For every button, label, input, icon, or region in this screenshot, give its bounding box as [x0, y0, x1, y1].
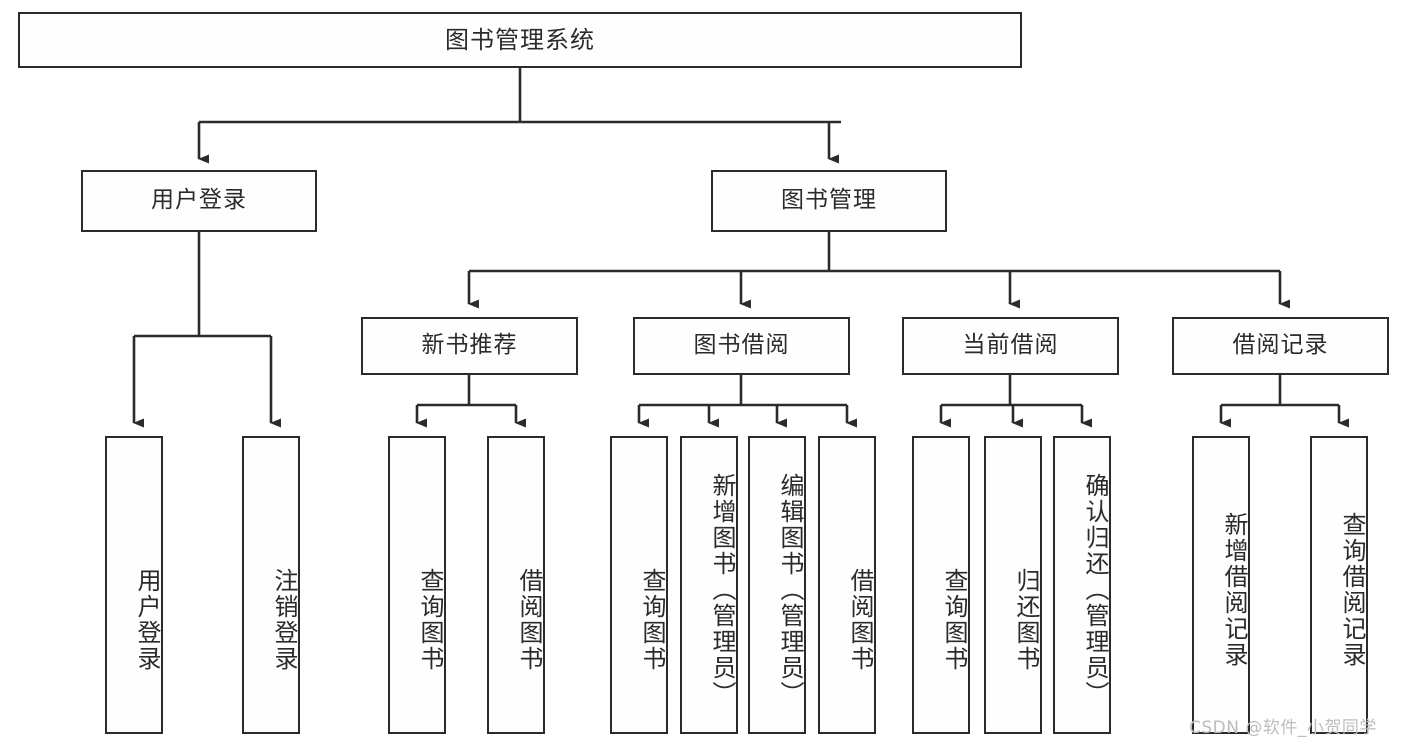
node-leaf-return-book[interactable]: 归还图书 — [984, 436, 1042, 734]
node-label: 用户登录 — [151, 187, 247, 214]
node-label: 查询图书 — [638, 568, 666, 672]
node-label: 新增借阅记录 — [1220, 512, 1248, 668]
node-book-manage[interactable]: 图书管理 — [711, 170, 947, 232]
node-current-borrow[interactable]: 当前借阅 — [902, 317, 1119, 375]
node-label: 借阅记录 — [1232, 332, 1329, 359]
node-label: 查询图书 — [416, 568, 444, 672]
node-label: 借阅图书 — [846, 568, 874, 672]
node-root-system[interactable]: 图书管理系统 — [18, 12, 1022, 68]
node-label: 确认归还（管理员） — [1081, 473, 1109, 707]
node-label: 新增图书（管理员） — [708, 473, 736, 707]
node-borrow-record[interactable]: 借阅记录 — [1172, 317, 1389, 375]
node-label: 借阅图书 — [515, 568, 543, 672]
node-label: 图书管理 — [781, 187, 877, 214]
node-label: 新书推荐 — [421, 332, 518, 359]
node-label: 归还图书 — [1012, 568, 1040, 672]
node-user-login[interactable]: 用户登录 — [81, 170, 317, 232]
node-leaf-user-login[interactable]: 用户登录 — [105, 436, 163, 734]
node-leaf-logout[interactable]: 注销登录 — [242, 436, 300, 734]
node-leaf-add-book[interactable]: 新增图书（管理员） — [680, 436, 738, 734]
node-label: 用户登录 — [133, 568, 161, 672]
node-leaf-query-book-2[interactable]: 查询图书 — [610, 436, 668, 734]
node-leaf-edit-book[interactable]: 编辑图书（管理员） — [748, 436, 806, 734]
node-leaf-query-book-3[interactable]: 查询图书 — [912, 436, 970, 734]
node-label: 查询借阅记录 — [1338, 512, 1366, 668]
node-label: 当前借阅 — [962, 332, 1059, 359]
node-leaf-query-record[interactable]: 查询借阅记录 — [1310, 436, 1368, 734]
node-leaf-confirm-return[interactable]: 确认归还（管理员） — [1053, 436, 1111, 734]
node-new-book-rec[interactable]: 新书推荐 — [361, 317, 578, 375]
node-leaf-borrow-book-1[interactable]: 借阅图书 — [487, 436, 545, 734]
node-leaf-borrow-book-2[interactable]: 借阅图书 — [818, 436, 876, 734]
node-leaf-query-book-1[interactable]: 查询图书 — [388, 436, 446, 734]
watermark: CSDN @软件_小贺同学 — [1189, 718, 1377, 738]
node-book-borrow[interactable]: 图书借阅 — [633, 317, 850, 375]
node-label: 注销登录 — [270, 568, 298, 672]
node-label: 查询图书 — [940, 568, 968, 672]
node-label: 图书借阅 — [693, 332, 790, 359]
node-leaf-add-record[interactable]: 新增借阅记录 — [1192, 436, 1250, 734]
node-label: 编辑图书（管理员） — [776, 473, 804, 707]
node-label: 图书管理系统 — [445, 25, 595, 54]
